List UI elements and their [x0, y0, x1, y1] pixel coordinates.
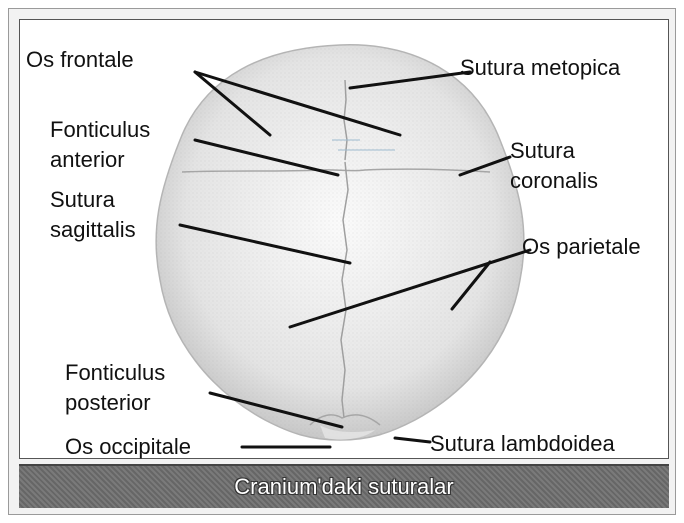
- skull-texture: [156, 44, 524, 441]
- leader-sutura-coronalis: [458, 155, 512, 177]
- label-sutura-metopica: Sutura metopica: [460, 55, 621, 80]
- leader-fonticulus-posterior: [208, 391, 344, 429]
- leader-os-parietale-2: [450, 260, 492, 311]
- label-sutura-coronalis-1: Sutura: [510, 138, 575, 163]
- sutura-lambdoidea-line: [309, 414, 381, 426]
- leader-sutura-sagittalis: [178, 223, 352, 265]
- label-fonticulus-anterior-2: anterior: [50, 147, 125, 172]
- sutura-sagittalis-line: [340, 161, 349, 419]
- label-sutura-sagittalis-2: sagittalis: [50, 217, 136, 242]
- leader-fonticulus-anterior: [193, 138, 340, 177]
- leader-os-frontale-2: [193, 70, 402, 137]
- label-sutura-sagittalis-1: Sutura: [50, 187, 115, 212]
- skull-diagram: [155, 44, 532, 449]
- os-occipitale-region: [320, 425, 375, 440]
- sutura-coronalis-line: [181, 168, 491, 173]
- label-os-occipitale: Os occipitale: [65, 434, 191, 459]
- label-fonticulus-posterior-2: posterior: [65, 390, 151, 415]
- label-os-parietale: Os parietale: [522, 234, 641, 259]
- label-os-frontale: Os frontale: [26, 47, 134, 72]
- sutura-metopica-line: [343, 79, 348, 161]
- fonticulus-anterior-mark: [332, 139, 395, 151]
- label-fonticulus-posterior-1: Fonticulus: [65, 360, 166, 385]
- label-sutura-lambdoidea: Sutura lambdoidea: [430, 431, 615, 456]
- leader-os-frontale-1: [193, 70, 272, 137]
- leader-sutura-lambdoidea: [393, 436, 432, 444]
- label-sutura-coronalis-2: coronalis: [510, 168, 599, 193]
- diagram-panel: Os frontale Fonticulus anterior Sutura s…: [19, 19, 669, 459]
- label-fonticulus-anterior-1: Fonticulus: [50, 117, 151, 142]
- caption-bar: Cranium'daki suturalar: [19, 464, 669, 508]
- figure-caption: Cranium'daki suturalar: [234, 474, 454, 499]
- figure-frame: Os frontale Fonticulus anterior Sutura s…: [8, 8, 676, 515]
- leader-sutura-metopica: [348, 70, 472, 90]
